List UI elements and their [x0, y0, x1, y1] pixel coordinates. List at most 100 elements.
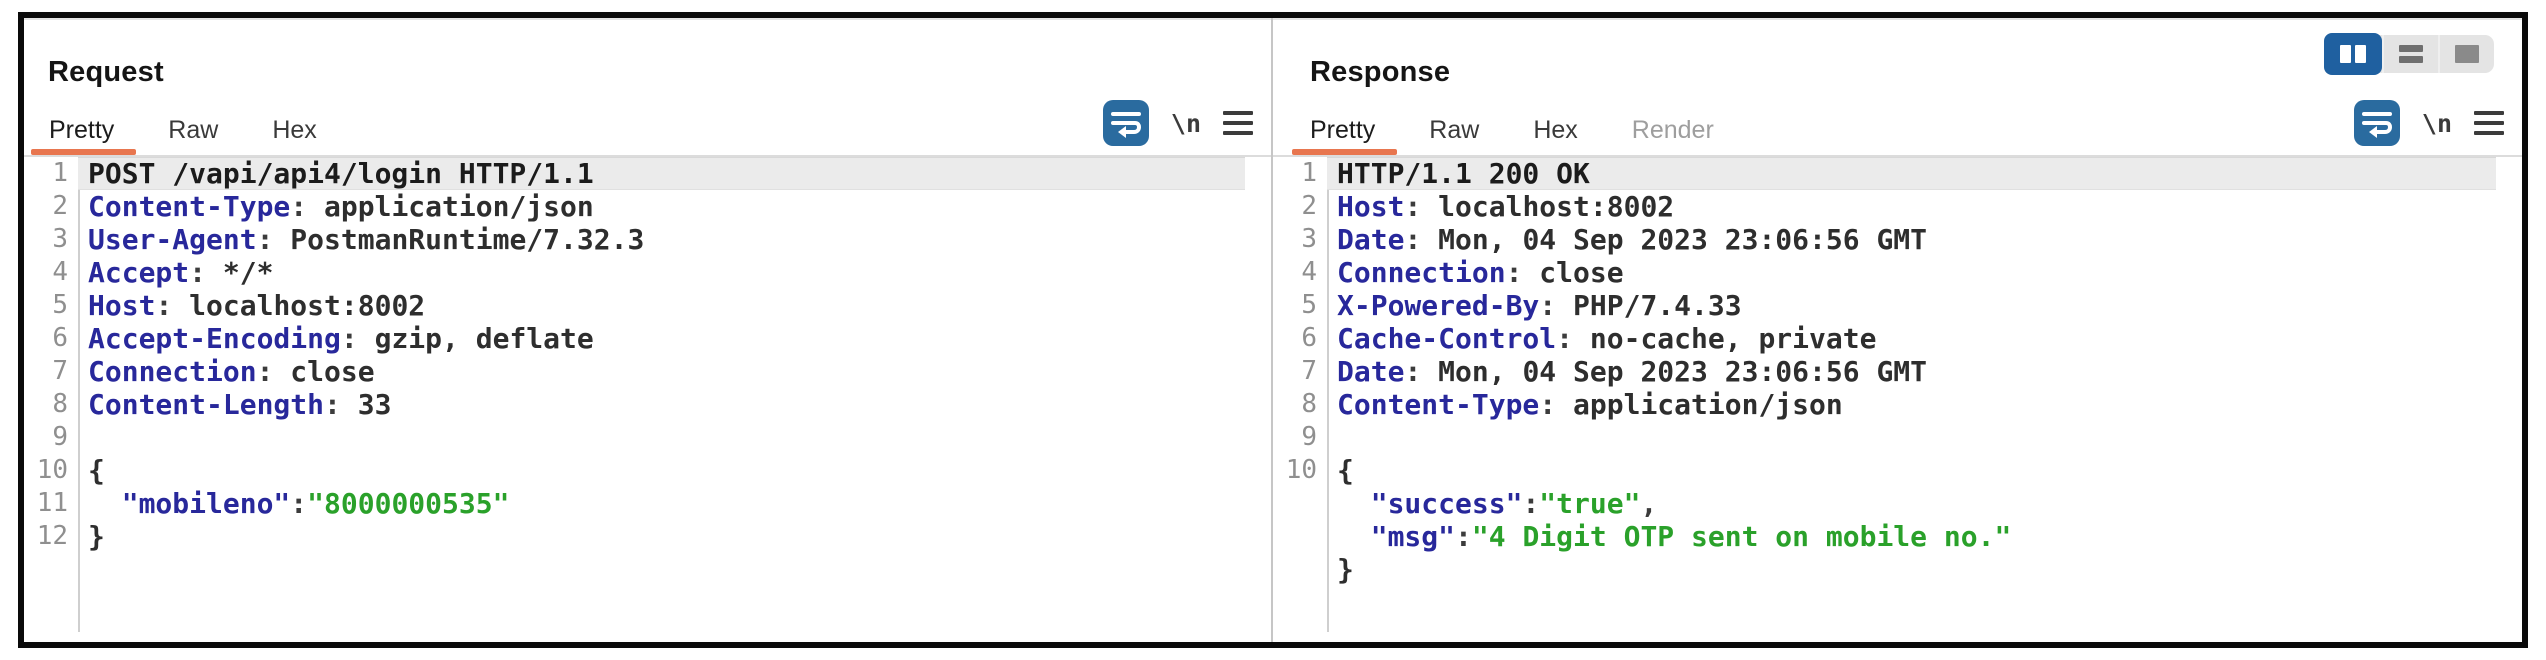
code-text[interactable]: "success":"true",	[1370, 487, 1658, 520]
code-line: 8 Content-Length: 33	[24, 388, 1245, 421]
code-text[interactable]: Host: localhost:8002	[1337, 190, 1675, 223]
response-toolbar: \n	[2353, 100, 2504, 146]
layout-rows-button[interactable]	[2382, 35, 2438, 73]
code-text[interactable]: Content-Length: 33	[88, 388, 392, 421]
tab-raw[interactable]: Raw	[168, 116, 219, 144]
soft-wrap-button[interactable]	[1102, 100, 1149, 146]
code-line: }	[1273, 553, 2496, 586]
code-text[interactable]: Cache-Control: no-cache, private	[1337, 322, 1877, 355]
code-line: 1 HTTP/1.1 200 OK	[1273, 157, 2496, 190]
code-line: 9	[24, 421, 1245, 454]
code-text[interactable]: {	[1337, 454, 1354, 487]
code-line: "msg":"4 Digit OTP sent on mobile no."	[1273, 520, 2496, 553]
message-editor-frame: Request Pretty Raw Hex \n	[18, 12, 2528, 648]
code-line: 7 Connection: close	[24, 355, 1245, 388]
layout-columns-button[interactable]	[2324, 33, 2382, 75]
code-text[interactable]: "msg":"4 Digit OTP sent on mobile no."	[1370, 520, 2012, 553]
line-number: 8	[52, 389, 68, 419]
code-line: 2 Host: localhost:8002	[1273, 190, 2496, 223]
show-newlines-toggle[interactable]: \n	[1170, 108, 1201, 138]
code-text[interactable]: Date: Mon, 04 Sep 2023 23:06:56 GMT	[1337, 355, 1928, 388]
request-title: Request	[48, 56, 164, 88]
request-tabs: Pretty Raw Hex	[30, 115, 321, 155]
editor-menu-icon[interactable]	[1223, 111, 1253, 135]
line-number: 4	[1301, 257, 1317, 287]
show-newlines-toggle[interactable]: \n	[2421, 108, 2452, 138]
code-line: 10 {	[24, 454, 1245, 487]
code-text[interactable]: HTTP/1.1 200 OK	[1327, 157, 2496, 190]
code-text[interactable]: X-Powered-By: PHP/7.4.33	[1337, 289, 1742, 322]
line-number	[1273, 520, 1327, 553]
code-text[interactable]: Connection: close	[88, 355, 375, 388]
tab-raw[interactable]: Raw	[1429, 116, 1480, 144]
code-text[interactable]: "mobileno":"8000000535"	[121, 487, 510, 520]
editor-menu-icon[interactable]	[2474, 111, 2504, 135]
layout-single-button[interactable]	[2438, 35, 2494, 73]
tab-pretty[interactable]: Pretty	[1291, 115, 1398, 155]
code-text[interactable]: User-Agent: PostmanRuntime/7.32.3	[88, 223, 645, 256]
code-text[interactable]: Content-Type: application/json	[1337, 388, 1843, 421]
line-number: 1	[1301, 158, 1317, 188]
response-gutter-divider	[1327, 157, 1329, 632]
line-number: 5	[1301, 290, 1317, 320]
code-text[interactable]: Host: localhost:8002	[88, 289, 426, 322]
soft-wrap-icon	[1109, 106, 1143, 140]
request-panel: Request Pretty Raw Hex \n	[24, 18, 1271, 642]
panel-splitter[interactable]	[1271, 18, 1273, 642]
code-text[interactable]: Content-Type: application/json	[88, 190, 594, 223]
code-line: 9	[1273, 421, 2496, 454]
line-number: 5	[52, 290, 68, 320]
line-number: 6	[52, 323, 68, 353]
code-text[interactable]: Connection: close	[1337, 256, 1624, 289]
code-line: 12}	[24, 520, 1245, 553]
line-number: 9	[1301, 422, 1317, 452]
code-text[interactable]: }	[1337, 553, 1354, 586]
tab-render: Render	[1631, 116, 1714, 144]
code-text[interactable]: POST /vapi/api4/login HTTP/1.1	[78, 157, 1245, 190]
soft-wrap-icon	[2360, 106, 2394, 140]
tab-hex[interactable]: Hex	[272, 116, 317, 144]
line-number: 2	[1301, 191, 1317, 221]
line-number: 7	[52, 356, 68, 386]
code-line: 3 User-Agent: PostmanRuntime/7.32.3	[24, 223, 1245, 256]
code-text[interactable]: {	[88, 454, 105, 487]
line-number	[1273, 553, 1327, 586]
soft-wrap-button[interactable]	[2353, 100, 2400, 146]
layout-switcher	[2324, 33, 2494, 75]
line-number: 2	[52, 191, 68, 221]
code-text[interactable]	[78, 421, 1245, 454]
tab-hex[interactable]: Hex	[1533, 116, 1578, 144]
code-line: 2 Content-Type: application/json	[24, 190, 1245, 223]
split-columns-icon	[2340, 45, 2366, 63]
response-title: Response	[1310, 56, 1451, 88]
line-number: 3	[52, 224, 68, 254]
line-number: 9	[52, 422, 68, 452]
code-text[interactable]: Accept: */*	[88, 256, 274, 289]
line-number: 7	[1301, 356, 1317, 386]
code-line: 8 Content-Type: application/json	[1273, 388, 2496, 421]
line-number: 10	[36, 455, 68, 485]
code-line: 5 X-Powered-By: PHP/7.4.33	[1273, 289, 2496, 322]
code-line: 11 "mobileno":"8000000535"	[24, 487, 1245, 520]
line-number	[1273, 487, 1327, 520]
code-text[interactable]: Date: Mon, 04 Sep 2023 23:06:56 GMT	[1337, 223, 1928, 256]
response-tab-rule	[1273, 155, 2522, 157]
split-rows-icon	[2399, 45, 2423, 63]
code-text[interactable]	[1327, 421, 2496, 454]
code-line: 5 Host: localhost:8002	[24, 289, 1245, 322]
line-number: 12	[36, 521, 68, 551]
single-pane-icon	[2455, 45, 2479, 63]
tab-pretty[interactable]: Pretty	[30, 115, 137, 155]
code-text[interactable]: Accept-Encoding: gzip, deflate	[88, 322, 594, 355]
line-number: 1	[52, 158, 68, 188]
line-number: 11	[36, 488, 68, 518]
code-text[interactable]: }	[88, 520, 105, 553]
code-line: 10{	[1273, 454, 2496, 487]
line-number: 8	[1301, 389, 1317, 419]
code-line: 7 Date: Mon, 04 Sep 2023 23:06:56 GMT	[1273, 355, 2496, 388]
